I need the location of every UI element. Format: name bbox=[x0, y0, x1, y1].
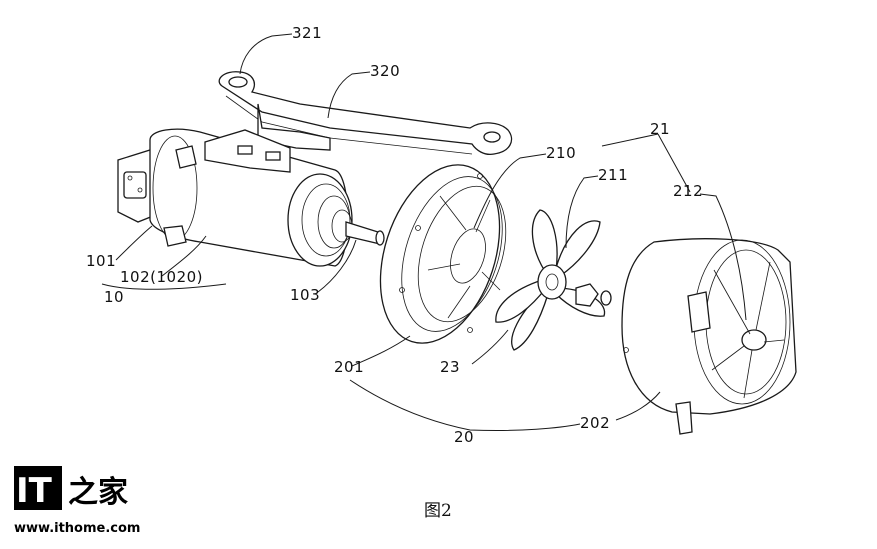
label-23: 23 bbox=[440, 358, 460, 376]
ithome-watermark: IT 之家 www.ithome.com bbox=[14, 466, 140, 536]
label-202: 202 bbox=[580, 414, 610, 432]
fan-impeller bbox=[495, 209, 612, 351]
fan-shroud-rear bbox=[621, 238, 797, 435]
label-102: 102(1020) bbox=[120, 268, 203, 286]
label-10: 10 bbox=[104, 288, 124, 306]
label-21: 21 bbox=[650, 120, 670, 138]
logo-url-text: www.ithome.com bbox=[14, 521, 140, 536]
logo-badge bbox=[14, 466, 62, 510]
label-211: 211 bbox=[598, 166, 628, 184]
motor-assembly bbox=[117, 128, 385, 267]
label-201: 201 bbox=[334, 358, 364, 376]
label-20: 20 bbox=[454, 428, 474, 446]
reference-labels: 321 320 21 210 211 212 101 102(1020) 10 … bbox=[86, 24, 703, 446]
label-321: 321 bbox=[292, 24, 322, 42]
label-101: 101 bbox=[86, 252, 116, 270]
label-210: 210 bbox=[546, 144, 576, 162]
label-103: 103 bbox=[290, 286, 320, 304]
logo-cn-text: 之家 bbox=[68, 475, 128, 510]
fan-shroud-front bbox=[379, 164, 507, 344]
logo-it-text: IT bbox=[16, 471, 53, 511]
label-212: 212 bbox=[673, 182, 703, 200]
leader-lines bbox=[101, 33, 747, 432]
label-320: 320 bbox=[370, 62, 400, 80]
figure-caption: 图2 bbox=[424, 501, 452, 521]
